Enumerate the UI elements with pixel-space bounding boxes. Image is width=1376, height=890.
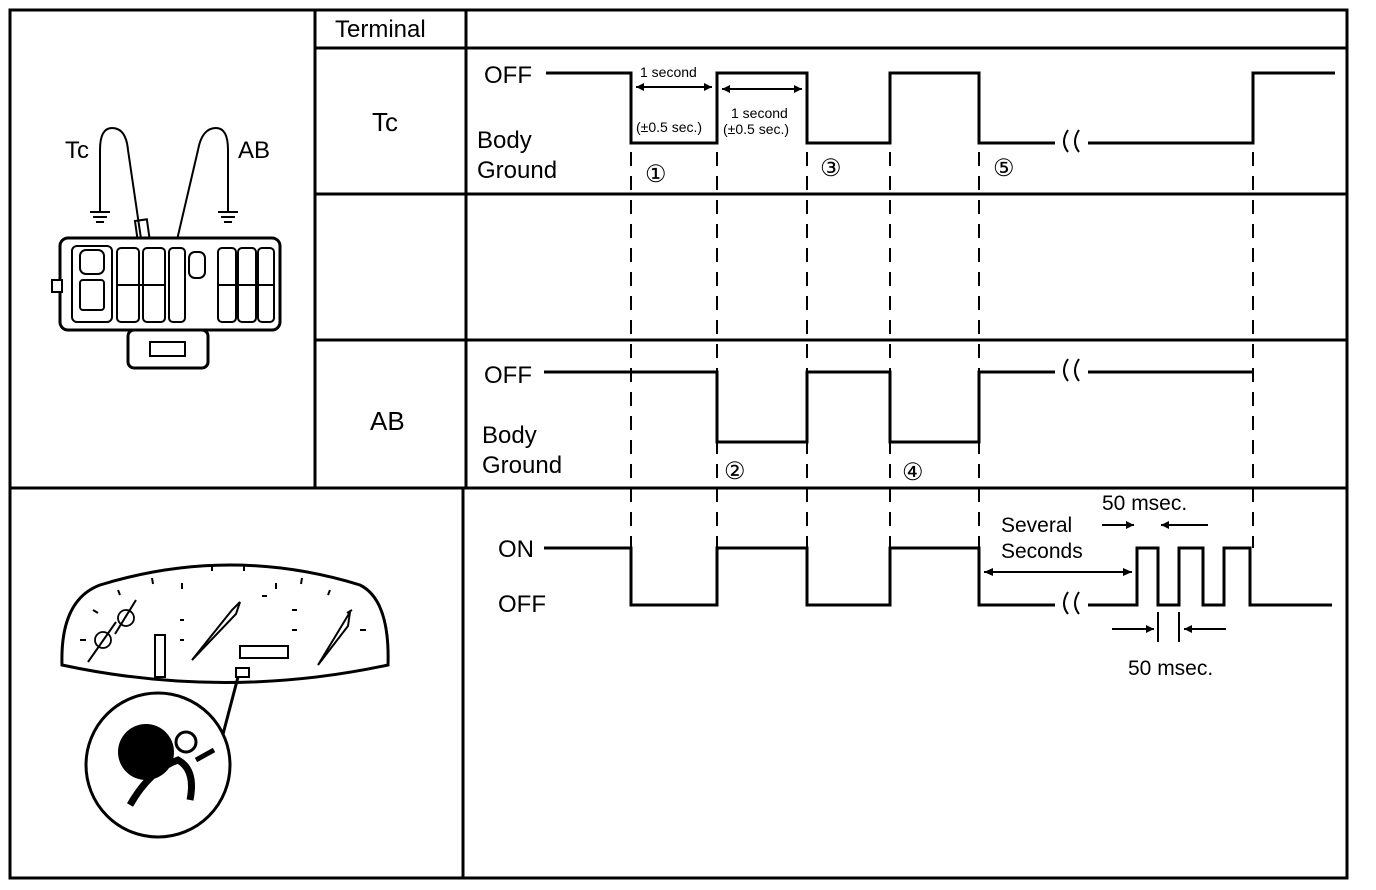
airbag-icon-body	[126, 756, 195, 807]
step-4-label: ④	[902, 459, 924, 486]
lamp-break-mark	[1063, 591, 1080, 615]
seconds-label: Seconds	[1001, 540, 1083, 563]
lamp-timing-annotations: Several Seconds 50 msec. 50 msec.	[984, 492, 1226, 680]
tachometer-needle	[317, 611, 351, 666]
instrument-cluster-illustration	[60, 563, 390, 839]
tc-timing-annotations: 1 second (±0.5 sec.) 1 second (±0.5 sec.…	[636, 64, 802, 137]
ab-jumper-wire	[162, 126, 229, 301]
cluster-bar-indicator	[154, 634, 166, 678]
jumper-wires	[90, 126, 238, 301]
msec-bottom-arrowhead-right	[1184, 625, 1192, 633]
several-label: Several	[1001, 514, 1072, 537]
gauge-secondary-hub	[117, 609, 135, 627]
step-3-label: ③	[820, 155, 842, 182]
tc-jumper-wire	[99, 126, 151, 301]
msec-top-arrowhead-left	[1126, 521, 1134, 529]
cluster-tick-marks	[80, 565, 366, 641]
msec-top-label: 50 msec.	[1102, 492, 1187, 515]
tc-signal-line	[546, 71, 1055, 145]
one-second-arrowheads-b	[722, 85, 802, 93]
step-2-label: ②	[724, 458, 746, 485]
table-grid	[8, 8, 1349, 880]
terminal-header: Terminal	[335, 16, 426, 43]
tc-signal-line-end	[1088, 71, 1335, 145]
connector-latch	[51, 279, 63, 293]
airbag-warning-icon	[118, 724, 216, 807]
tc-terminal-label: Tc	[372, 107, 398, 137]
connector-lock-slot	[149, 341, 186, 357]
ab-ground-label: Ground	[482, 452, 562, 479]
table-border	[8, 8, 1349, 880]
one-second-label-a: 1 second	[640, 64, 697, 80]
airbag-icon-belt	[194, 747, 216, 763]
tolerance-label-b: (±0.5 sec.)	[723, 121, 789, 137]
tc-off-label: OFF	[484, 62, 532, 89]
cluster-gauges	[87, 599, 351, 678]
tc-body-label: Body	[477, 127, 532, 154]
tolerance-label-a: (±0.5 sec.)	[636, 119, 702, 135]
connector-cavity-square	[79, 279, 105, 311]
ab-ground-symbol	[218, 211, 238, 223]
airbag-icon-head	[174, 730, 198, 754]
one-second-arrowheads-a	[636, 83, 712, 91]
ab-waveform	[544, 358, 1253, 444]
tc-ground-label: Ground	[477, 157, 557, 184]
diagnosis-connector-illustration: Tc AB	[51, 126, 282, 370]
airbag-icon-bag	[118, 724, 174, 780]
connector-pin-4	[188, 251, 206, 279]
connector-pin-3	[168, 247, 186, 323]
connector-ab-label: AB	[238, 137, 270, 164]
odometer-display	[239, 645, 289, 659]
time-markers	[630, 80, 1254, 548]
tc-ground-symbol	[90, 211, 110, 223]
lamp-waveform	[544, 546, 1332, 615]
connector-body	[51, 236, 282, 370]
speedometer-needle	[191, 601, 241, 661]
step-1-label: ①	[645, 161, 667, 188]
connector-cavity-large	[71, 245, 113, 323]
msec-bottom-label: 50 msec.	[1128, 657, 1213, 680]
ab-off-label: OFF	[484, 362, 532, 389]
one-second-label-b: 1 second	[731, 105, 788, 121]
tc-waveform	[546, 71, 1335, 153]
lamp-blink-pulses	[1088, 546, 1332, 607]
lamp-on-label: ON	[498, 536, 534, 563]
step-5-label: ⑤	[993, 155, 1015, 182]
lamp-signal-line	[544, 546, 1055, 607]
lamp-off-label: OFF	[498, 591, 546, 618]
gauge-secondary-needle	[114, 599, 137, 635]
msec-bottom-arrowhead-left	[1146, 625, 1154, 633]
connector-cavity-top	[79, 249, 105, 275]
gauge-left-hub	[94, 631, 112, 649]
ab-body-label: Body	[482, 422, 537, 449]
msec-top-arrowhead-right	[1161, 521, 1169, 529]
ab-signal-line	[544, 370, 1055, 444]
ab-break-mark	[1063, 358, 1080, 382]
connector-tc-label: Tc	[65, 137, 89, 164]
tc-break-mark	[1063, 129, 1080, 153]
gauge-left-needle	[87, 621, 117, 663]
airbag-warning-lamp	[235, 667, 250, 678]
ab-terminal-label: AB	[370, 406, 405, 436]
